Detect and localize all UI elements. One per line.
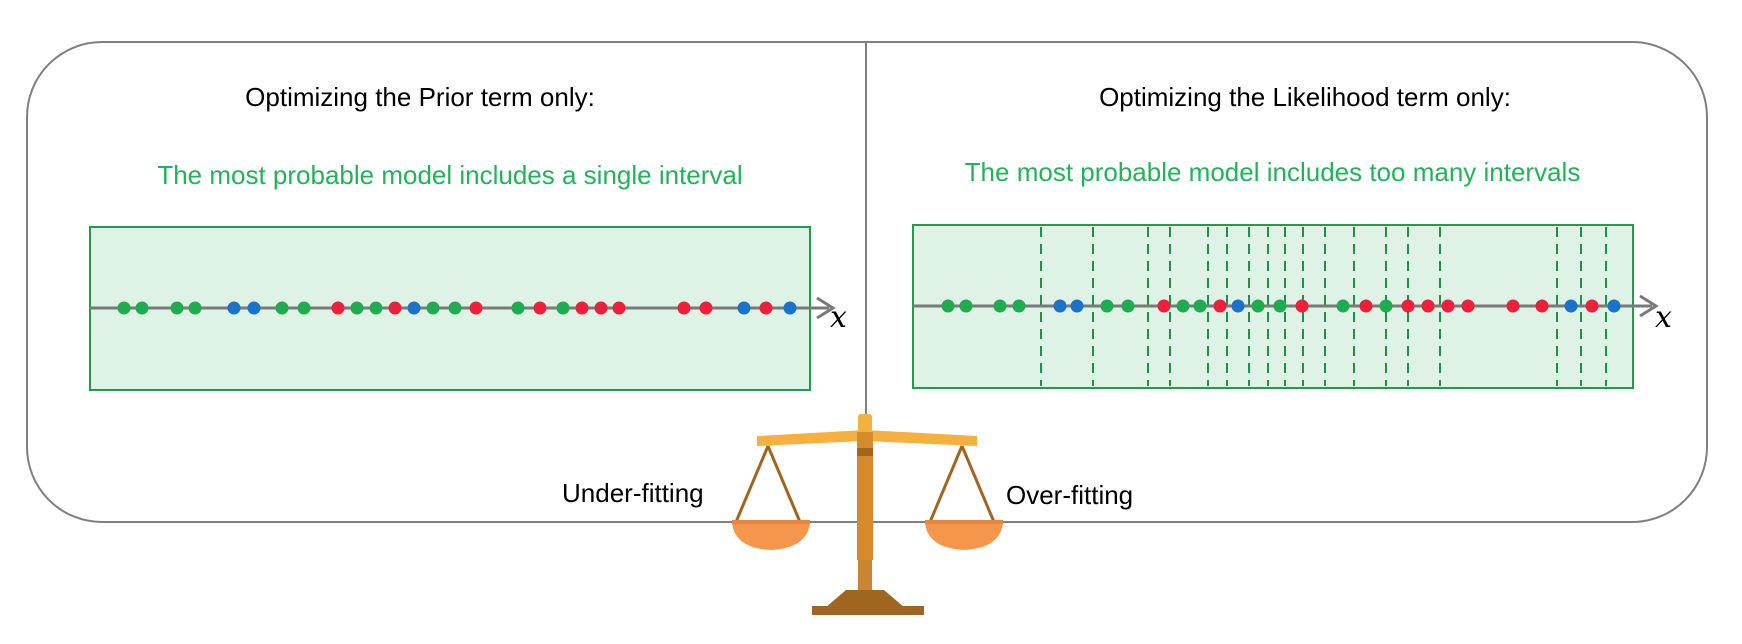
green-data-point <box>117 301 131 315</box>
right-subtitle: The most probable model includes too man… <box>964 157 1581 187</box>
red-data-point <box>1213 299 1227 313</box>
right-pan-string <box>928 445 964 523</box>
left-subtitle: The most probable model includes a singl… <box>157 160 743 190</box>
green-data-point <box>170 301 184 315</box>
green-data-point <box>1193 299 1207 313</box>
left-axis-label: x <box>830 300 847 335</box>
right-heading-suffix: term only: <box>1389 82 1511 112</box>
red-data-point <box>1506 299 1520 313</box>
green-data-point <box>1176 299 1190 313</box>
blue-data-point <box>783 301 797 315</box>
green-data-point <box>511 301 525 315</box>
left-heading-term: Prior <box>418 82 474 112</box>
red-data-point <box>1441 299 1455 313</box>
red-data-point <box>1421 299 1435 313</box>
blue-data-point <box>1053 299 1067 313</box>
green-data-point <box>135 301 149 315</box>
green-data-point <box>993 299 1007 313</box>
green-data-point <box>1379 299 1393 313</box>
blue-data-point <box>1564 299 1578 313</box>
scale-pillar-band <box>857 448 873 456</box>
right-heading-prefix: Optimizing the <box>1099 82 1273 112</box>
blue-data-point <box>1607 299 1621 313</box>
right-heading-term: Likelihood <box>1272 82 1390 112</box>
green-data-point <box>369 301 383 315</box>
balance-scale-illustration <box>732 414 1003 615</box>
left-data-points <box>117 301 797 315</box>
blue-data-point <box>247 301 261 315</box>
red-data-point <box>388 301 402 315</box>
blue-data-point <box>407 301 421 315</box>
red-data-point <box>1359 299 1373 313</box>
red-data-point <box>331 301 345 315</box>
green-data-point <box>556 301 570 315</box>
green-data-point <box>1273 299 1287 313</box>
scale-neck <box>858 560 872 590</box>
right-data-points <box>941 299 1621 313</box>
red-data-point <box>612 301 626 315</box>
red-data-point <box>677 301 691 315</box>
green-data-point <box>275 301 289 315</box>
green-data-point <box>448 301 462 315</box>
left-heading: Optimizing the Prior term only: <box>210 82 630 113</box>
left-heading-suffix: term only: <box>473 82 595 112</box>
right-scale-pan <box>925 522 1003 550</box>
left-heading-prefix: Optimizing the <box>245 82 419 112</box>
left-pan-string <box>734 445 770 523</box>
right-interval-boundaries <box>1040 227 1607 386</box>
red-data-point <box>1401 299 1415 313</box>
scale-pillar <box>857 432 873 560</box>
blue-data-point <box>227 301 241 315</box>
left-scale-pan <box>732 522 810 550</box>
axis-arrowhead <box>1639 294 1659 318</box>
red-data-point <box>699 301 713 315</box>
scale-top-knob <box>858 414 872 432</box>
blue-data-point <box>1231 299 1245 313</box>
red-data-point <box>1461 299 1475 313</box>
red-data-point <box>575 301 589 315</box>
red-data-point <box>533 301 547 315</box>
green-data-point <box>1012 299 1026 313</box>
green-data-point <box>350 301 364 315</box>
green-data-point <box>426 301 440 315</box>
scale-base <box>825 590 905 608</box>
green-data-point <box>297 301 311 315</box>
left-pan-rim <box>732 520 810 524</box>
green-data-point <box>1121 299 1135 313</box>
red-data-point <box>594 301 608 315</box>
over-fitting-label: Over-fitting <box>1006 480 1134 510</box>
red-data-point <box>759 301 773 315</box>
green-data-point <box>959 299 973 313</box>
green-data-point <box>941 299 955 313</box>
right-axis-label: x <box>1655 300 1672 335</box>
left-pan-string <box>766 445 802 523</box>
blue-data-point <box>737 301 751 315</box>
green-data-point <box>1251 299 1265 313</box>
blue-data-point <box>1070 299 1084 313</box>
right-pan-string <box>960 445 996 523</box>
axis-arrowhead <box>816 296 836 320</box>
scale-foot <box>812 606 924 615</box>
under-fitting-label: Under-fitting <box>562 478 704 508</box>
right-heading: Optimizing the Likelihood term only: <box>1060 82 1550 113</box>
red-data-point <box>469 301 483 315</box>
green-data-point <box>188 301 202 315</box>
green-data-point <box>1100 299 1114 313</box>
right-pan-rim <box>925 520 1003 524</box>
red-data-point <box>1157 299 1171 313</box>
green-data-point <box>1336 299 1350 313</box>
red-data-point <box>1535 299 1549 313</box>
red-data-point <box>1585 299 1599 313</box>
red-data-point <box>1295 299 1309 313</box>
